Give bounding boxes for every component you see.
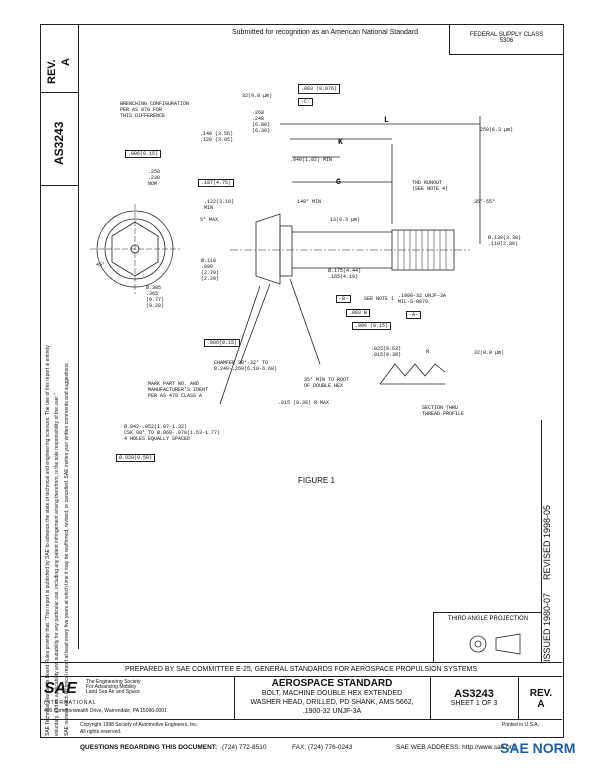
surface-finish-32: 32(0.8 μm) [474, 350, 505, 356]
wrenching-config-note: WRENCHING CONFIGURATION PER AS 870 FOR T… [120, 101, 190, 119]
dim-r: R [426, 349, 430, 355]
rev-label-vertical: REV. [46, 59, 58, 84]
sae-tagline-3: Land Sea Air and Space [86, 689, 140, 695]
disclaimer-line-2: voluntary, and its applicability and sui… [54, 393, 60, 736]
dim-250-230: .250 .230 NOM [148, 169, 161, 187]
sae-tagline: The Engineering Society For Advancing Mo… [86, 680, 140, 695]
title-block-bottom-rule [40, 719, 562, 720]
printed-in: Printed in U.S.A. [502, 722, 539, 728]
doc-number-vertical: AS3243 [52, 121, 66, 165]
revised-date: REVISED 1998-05 [542, 504, 552, 580]
chamfer-note: CHAMFER 28°-32° TO Ø.240-.260(6.10-6.60) [214, 360, 278, 372]
title-block-divider-2 [430, 676, 431, 719]
dim-680: (6.80) (6.30) [252, 122, 271, 134]
sae-norm-watermark: SAE NORM [500, 740, 576, 756]
description-line-3: .1900-32 UNJF-3A [302, 708, 362, 715]
dim-365: Ø.385 .365 (9.77) (9.28) [146, 285, 165, 309]
federal-supply-box: FEDERAL SUPPLY CLASS 5306 [449, 24, 563, 55]
surface-finish-top: 32(0.8 μm) [242, 93, 273, 99]
federal-supply-value: 5306 [499, 38, 514, 44]
min-root-note: 35° MIN TO ROOT OF DOUBLE HEX [304, 377, 350, 389]
bolt-drawing [90, 116, 481, 405]
see-note-1: SEE NOTE 1 [364, 296, 395, 302]
holes-spec: Ø.042-.052(1.07-1.32) CSK 90° TO Ø.060-.… [124, 424, 221, 442]
dim-5-max: 5° MAX [200, 217, 219, 223]
fcf-top: .003 (0.076) [298, 84, 341, 94]
disclaimer-line-3: SAE reviews each technical report at lea… [64, 362, 70, 736]
rev-label: REV. [529, 688, 553, 699]
dim-k: K [338, 138, 343, 147]
description-line-2: WASHER HEAD, DRILLED, PD SHANK, AMS 5662… [250, 699, 414, 706]
projection-box: THIRD ANGLE PROJECTION [433, 612, 542, 663]
sae-address: 400 Commonwealth Drive, Warrendale, PA 1… [44, 708, 167, 714]
figure-label: FIGURE 1 [298, 476, 335, 485]
dim-025: .025(0.63) .015(0.38) [371, 346, 402, 358]
section-label: SECTION THRU THREAD PROFILE [422, 405, 465, 417]
rev-value-vertical: A [60, 58, 72, 66]
doc-number: AS3243 [454, 688, 494, 700]
fcf-holes: Ø.020(0.50) [116, 454, 156, 462]
aerospace-standard-title: AEROSPACE STANDARD [271, 678, 393, 689]
issued-date: ISSUED 1980-07 [542, 592, 552, 662]
fcf-perpendicularity: .003 B [346, 309, 371, 317]
mark-part-note: MARK PART NO. AND MANUFACTURER'S IDENT P… [148, 381, 209, 399]
questions-label: QUESTIONS REGARDING THIS DOCUMENT: [80, 744, 218, 751]
title-area: AEROSPACE STANDARD BOLT, MACHINE DOUBLE … [236, 678, 428, 716]
dim-140: .140 (3.56) .120 (3.05) [200, 131, 234, 143]
dim-268: .268 .248 [252, 110, 265, 122]
dim-187: .187(4.75) [198, 179, 235, 187]
prepared-by: PREPARED BY SAE COMMITTEE E-25, GENERAL … [40, 663, 562, 677]
copyright-line-1: Copyright 1998 Society of Automotive Eng… [80, 722, 199, 728]
description-line-1: BOLT, MACHINE DOUBLE HEX EXTENDED [261, 690, 403, 697]
datum-b: -B- [336, 295, 352, 303]
thread-spec: .1900-32 UNJF-3A MIL-S-8879 [398, 293, 447, 305]
dim-110: Ø.110 .090 (2.79) (2.29) [201, 258, 220, 282]
thd-runout-note: THD RUNOUT (SEE NOTE 4) [412, 180, 449, 192]
projection-label: THIRD ANGLE PROJECTION [447, 616, 529, 622]
rev-value: A [537, 699, 545, 710]
left-strip-rule-2 [40, 185, 78, 186]
dim-122: .122(3.10) MIN [204, 199, 235, 211]
right-strip-divider [541, 420, 542, 662]
dim-148-min: 148° MIN [297, 199, 322, 205]
fcf-bottom: .006(0.15) [204, 339, 241, 347]
sae-logo-block: SAE The Engineering Society For Advancin… [44, 678, 232, 718]
surface-finish-13: 13(0.3 μm) [330, 217, 361, 223]
federal-supply-label: FEDERAL SUPPLY CLASS [469, 32, 544, 38]
dim-015-r: .015 (0.38) R MAX [278, 400, 330, 406]
web-address[interactable]: SAE WEB ADDRESS: http://www.sae.org [396, 744, 516, 751]
sae-international: INTERNATIONAL [44, 700, 97, 706]
drawing-frame [40, 24, 564, 738]
disclaimer-line-1: SAE Technical Standards Board Rules prov… [45, 345, 51, 736]
title-block-top-rule [40, 662, 562, 663]
doc-number-block: AS3243 SHEET 1 OF 3 [432, 688, 516, 707]
projection-symbol [469, 633, 521, 655]
phone-number: (724) 772-8510 [222, 744, 267, 751]
dim-130: Ø.130(3.30) .110(2.80) [488, 235, 522, 247]
surface-finish-right: 250(6.3 μm) [480, 127, 514, 133]
datum-c: -C- [298, 98, 314, 106]
dim-35-55: 35°-55° [474, 199, 496, 205]
title-block-divider-3 [518, 676, 519, 719]
sae-logo: SAE [44, 680, 77, 697]
fcf-top-value: .003 (0.076) [301, 86, 338, 92]
copyright-line-2: All rights reserved. [80, 729, 122, 735]
dim-040: .040(1.02) MIN [290, 157, 333, 163]
dim-45: 45° [96, 262, 106, 268]
sae-tagline-2: For Advancing Mobility [86, 684, 137, 690]
sae-tagline-1: The Engineering Society [86, 679, 141, 685]
fcf-a: .006 (0.15) [352, 322, 392, 330]
dim-g: G [336, 178, 341, 187]
dim-l: L [384, 116, 389, 125]
sheet-number: SHEET 1 OF 3 [450, 700, 498, 707]
dim-175: Ø.175(4.44) .165(4.19) [328, 268, 362, 280]
left-strip-divider [78, 24, 79, 649]
title-block-divider-1 [234, 676, 235, 719]
submitted-note: Submitted for recognition as an American… [232, 29, 418, 36]
rev-block: REV. A [520, 688, 562, 710]
fcf-left: .006(0.15) [125, 150, 162, 158]
datum-a: -A- [406, 311, 422, 319]
left-strip-rule-1 [40, 92, 78, 93]
fax-number: FAX: (724) 776-0243 [292, 744, 353, 751]
